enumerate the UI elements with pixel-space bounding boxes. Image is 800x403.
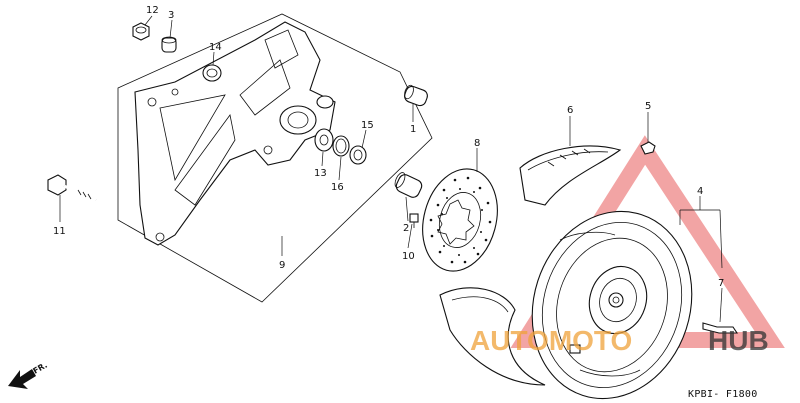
front-arrow: FR.: [8, 361, 49, 389]
circlip-16: [332, 135, 350, 157]
brake-disc: [422, 168, 498, 272]
swing-arm: [134, 21, 336, 246]
callout-5: 5: [645, 101, 651, 112]
callout-15: 15: [361, 120, 374, 131]
watermark-text-a: AUTOMOTO: [470, 325, 632, 356]
callout-8: 8: [474, 138, 480, 149]
rear-wheel: [531, 210, 693, 400]
leader-lines: [59, 15, 723, 323]
bolt-10: [409, 213, 419, 228]
callout-1: 1: [410, 124, 416, 135]
callout-2: 2: [403, 223, 409, 234]
callout-11: 11: [53, 226, 66, 237]
callout-14: 14: [209, 42, 222, 53]
bearing-boss: [279, 105, 317, 135]
watermark-text-b: HUB: [708, 325, 769, 356]
collar-3: [161, 36, 177, 53]
callout-3: 3: [168, 10, 174, 21]
collar-1: [404, 84, 428, 107]
assembly-boundary: [117, 13, 433, 303]
callout-12: 12: [146, 5, 159, 16]
wheel-weight: [569, 344, 581, 354]
bolt-11: [47, 174, 97, 202]
callout-13: 13: [314, 168, 327, 179]
seal-15: [349, 145, 367, 165]
callout-10: 10: [402, 251, 415, 262]
front-arrow-icon: [8, 369, 36, 389]
callout-6: 6: [567, 105, 573, 116]
callout-labels: 12 3 14 1 15 13 16 11 2 10 9 8 6 5 4 7: [53, 5, 724, 289]
callout-16: 16: [331, 182, 344, 193]
front-arrow-label: FR.: [32, 361, 49, 376]
callout-9: 9: [279, 260, 285, 271]
collar-2: [394, 172, 423, 198]
disc-holes: [429, 176, 492, 264]
tube-segment: [439, 287, 546, 386]
swing-arm-group: [117, 13, 433, 303]
watermark-text: AUTOMOTO HUB: [470, 325, 769, 356]
valve-7: [702, 322, 739, 334]
callout-4: 4: [697, 186, 703, 197]
seal-14: [202, 64, 222, 82]
nut-12: [132, 22, 150, 41]
bearing-13: [314, 128, 334, 152]
tire-segment: [519, 145, 622, 206]
diagram-code: KPBI- F1800: [688, 389, 758, 400]
valve-5: [640, 141, 656, 155]
callout-7: 7: [718, 278, 724, 289]
